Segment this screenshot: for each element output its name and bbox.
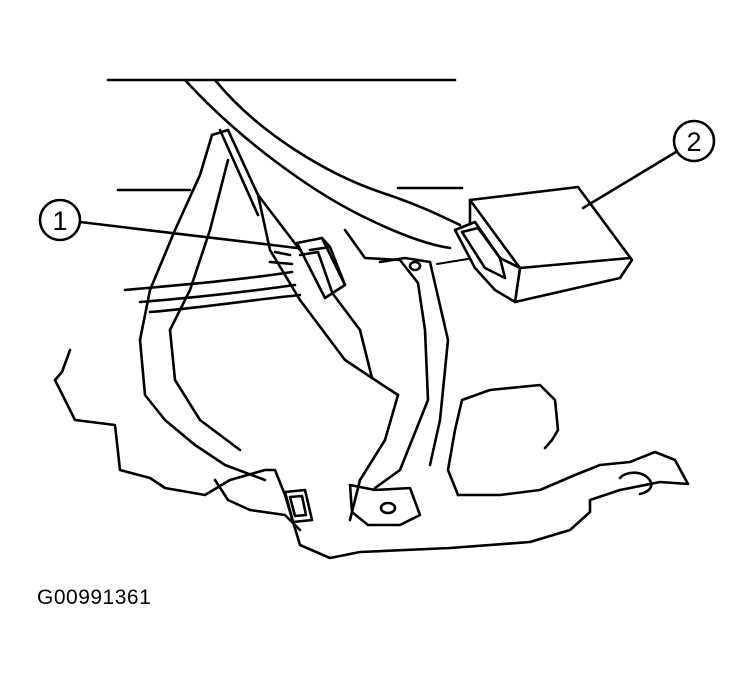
lower-mounting-tab bbox=[348, 483, 422, 527]
background-panel-lines bbox=[106, 78, 464, 192]
wiring-duct bbox=[183, 78, 462, 250]
slot-detail bbox=[283, 488, 314, 524]
callout-1: 1 bbox=[38, 198, 299, 250]
callout-2-number: 2 bbox=[686, 127, 701, 157]
wire-harness bbox=[123, 250, 302, 314]
lower-panel bbox=[53, 328, 690, 560]
callout-1-circle bbox=[38, 198, 82, 242]
callout-1-number: 1 bbox=[52, 206, 67, 236]
callout-2: 2 bbox=[581, 119, 716, 210]
figure-id-label: G00991361 bbox=[37, 586, 152, 609]
connector-1 bbox=[295, 236, 347, 300]
callout-1-leader bbox=[78, 220, 299, 250]
module-2 bbox=[453, 185, 634, 304]
callout-2-leader bbox=[581, 150, 678, 210]
callout-2-circle bbox=[672, 119, 716, 163]
